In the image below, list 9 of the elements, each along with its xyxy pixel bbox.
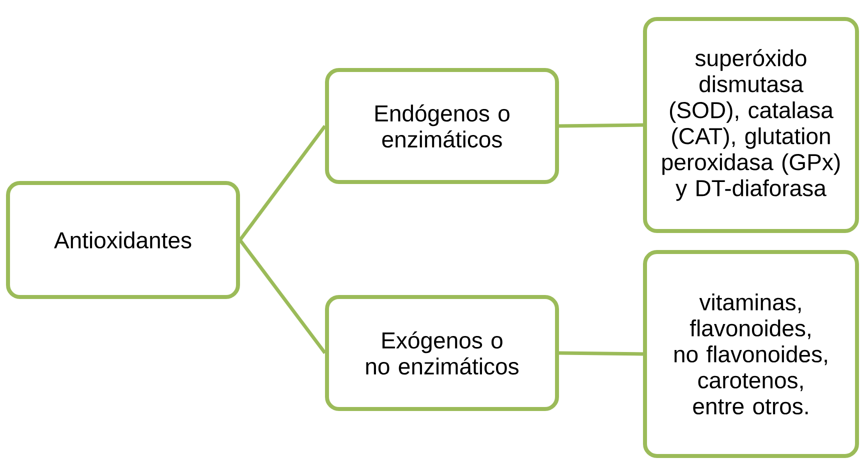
connector-line [558,351,644,356]
text-box: Exógenos o no enzimáticos [325,295,559,411]
connector-line [238,124,326,242]
text-box: superóxido dismutasa (SOD), catalasa (CAT), glutation peroxidasa (GPx) y DT-diaforasa [643,17,859,233]
text-box: vitaminas, flavonoides, no flavonoides, carotenos, entre otros. [643,250,859,458]
connector-line [238,238,326,354]
connector-line [558,123,644,128]
text-box: Antioxidantes [6,181,240,299]
text-box: Endógenos o enzimáticos [325,68,559,184]
